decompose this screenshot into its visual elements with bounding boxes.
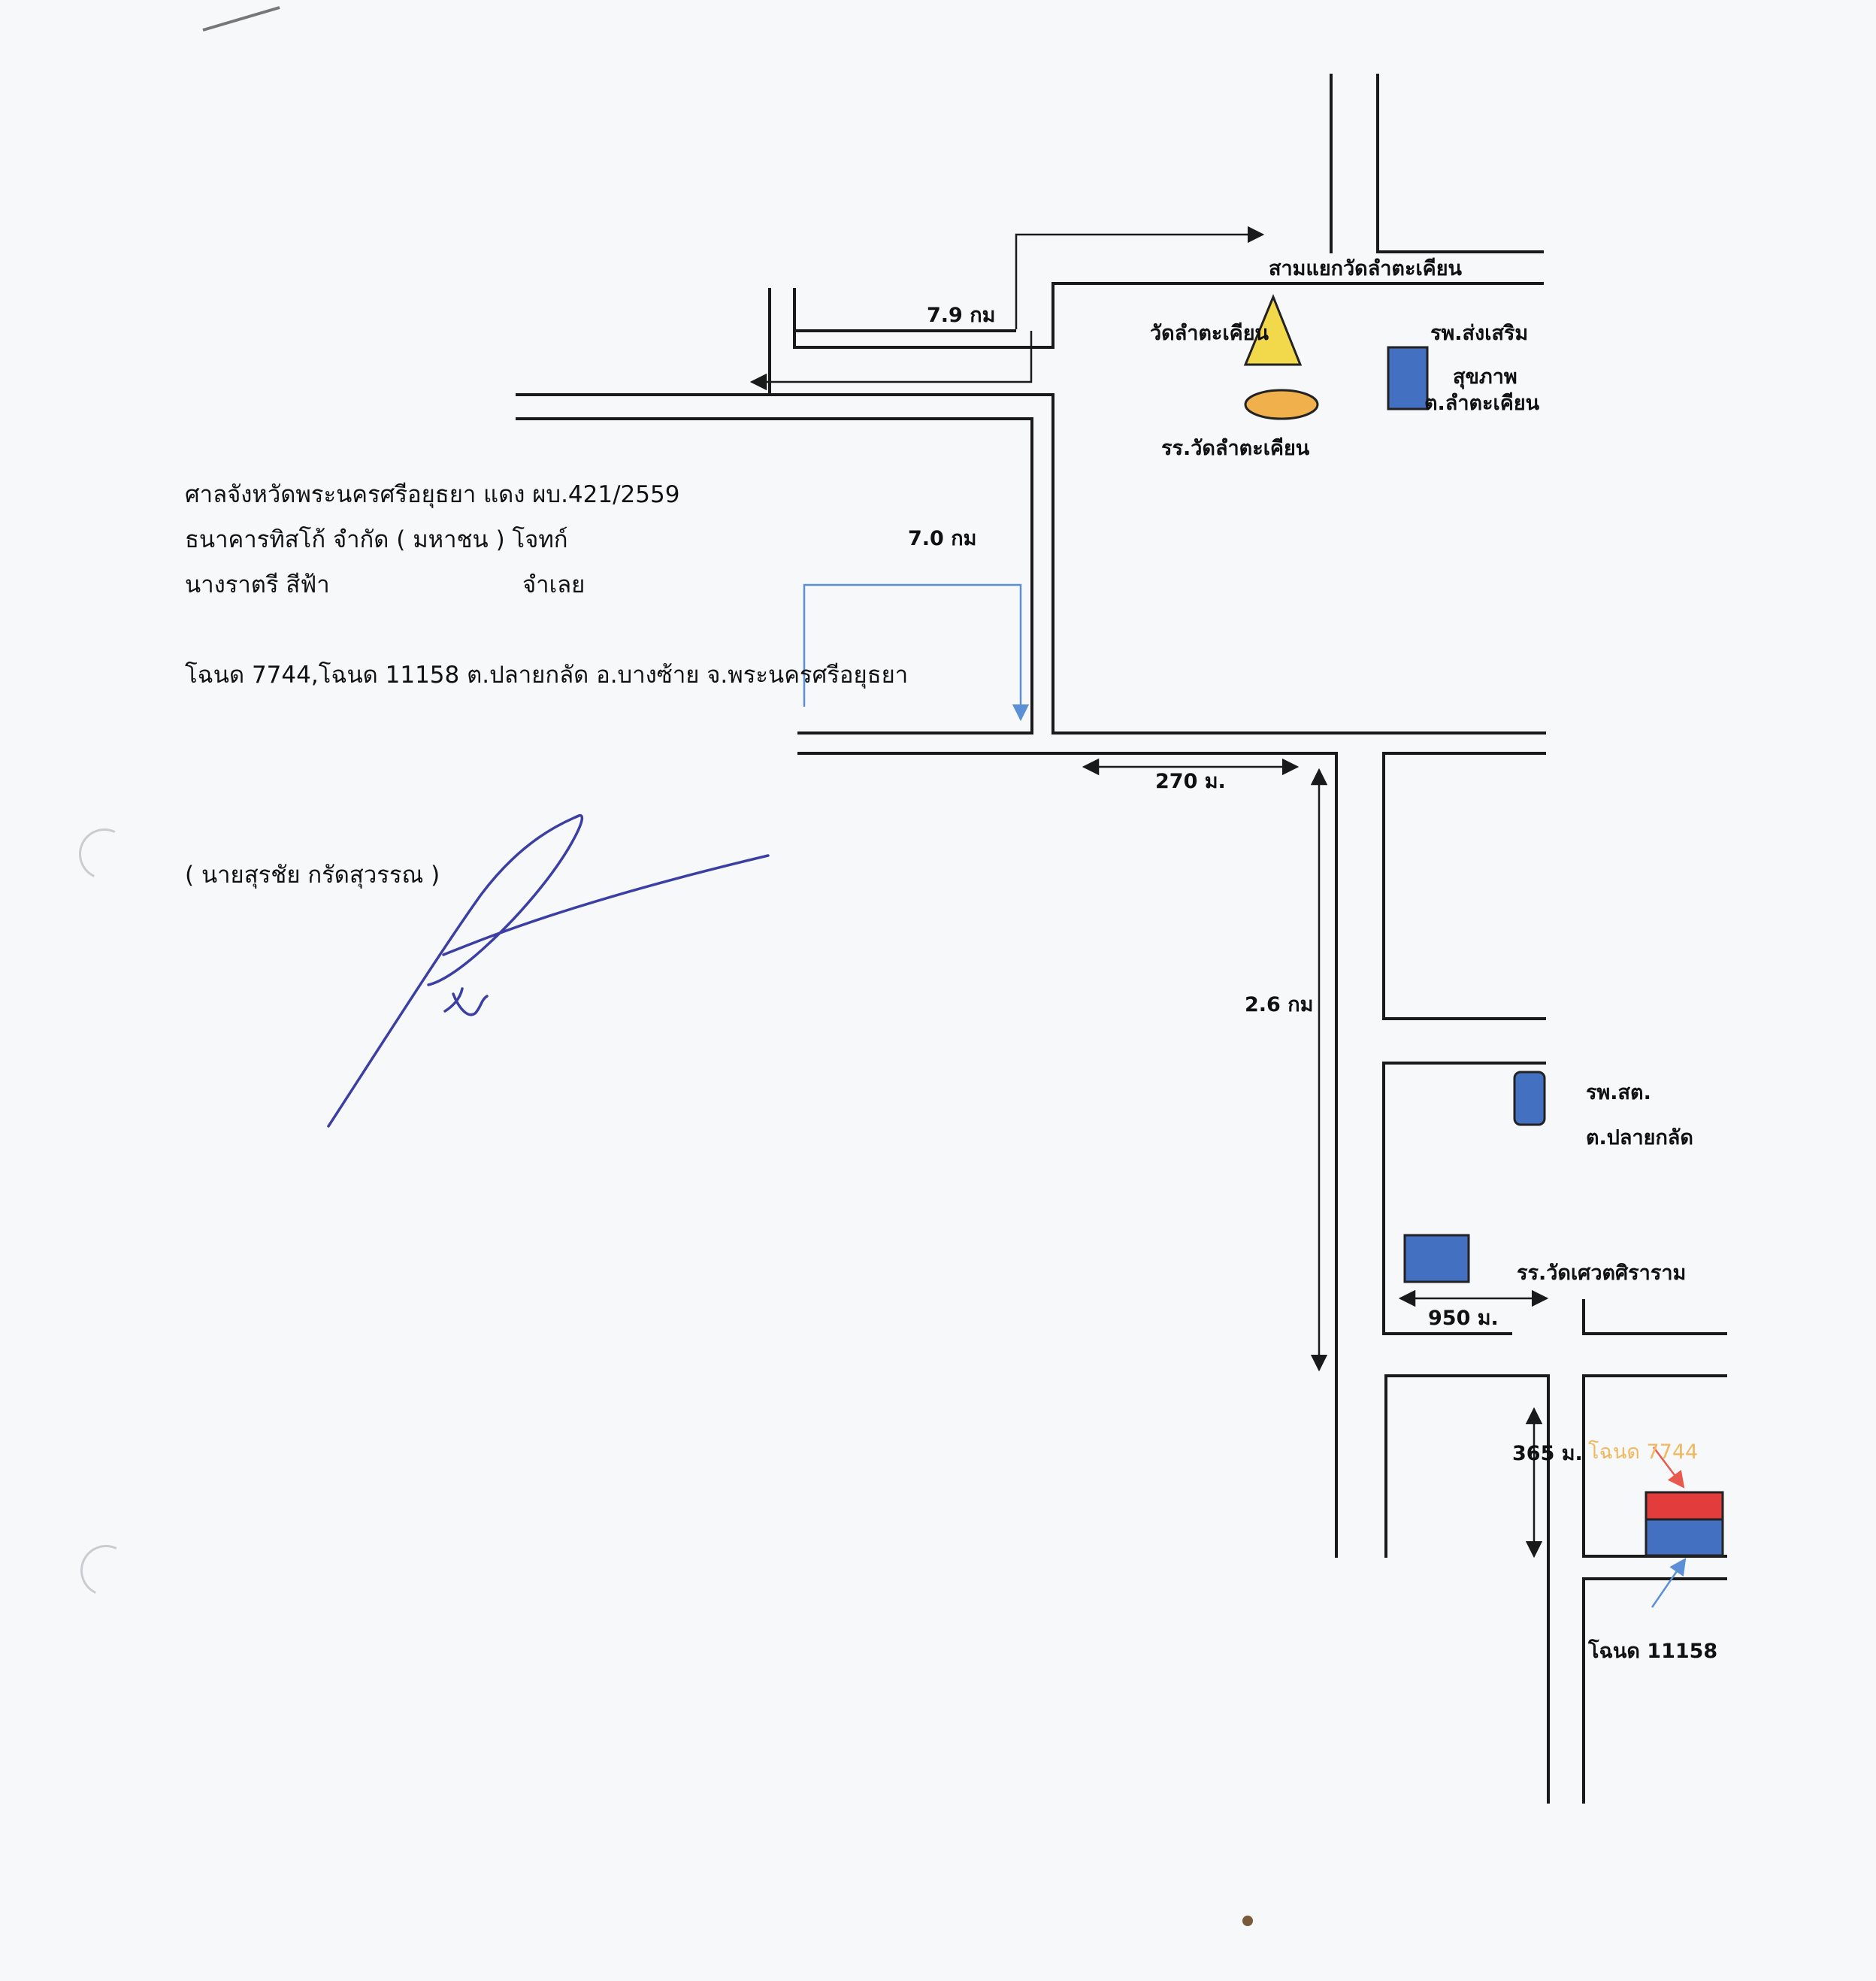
plot-11158-label: โฉนด 11158 (1587, 1638, 1717, 1663)
route-arrow-to-junction (1015, 226, 1265, 329)
deed-line: โฉนด 7744,โฉนด 11158 ต.ปลายกลัด อ.บางซ้า… (185, 662, 909, 689)
school-top-label: รร.วัดลำตะเคียน (1161, 437, 1310, 460)
school-bottom-building-icon (1403, 1234, 1470, 1283)
plot-7744-icon (1645, 1491, 1724, 1521)
clinic-bottom-label-2: ต.ปลายกลัด (1586, 1126, 1693, 1150)
staple-mark (202, 6, 280, 32)
distance-2-6: 2.6 กม (1245, 993, 1313, 1016)
distance-7-0: 7.0 กม (908, 527, 976, 550)
distance-7-9: 7.9 กม (927, 304, 995, 327)
junction-label: สามแยกวัดลำตะเคียน (1269, 257, 1463, 280)
route-arrow-from-junction (749, 331, 1033, 391)
defendant-role: จำเลย (522, 571, 585, 598)
temple-triangle-icon (1243, 294, 1303, 366)
route-arrow-blue (803, 583, 1030, 722)
plot-11158-icon (1645, 1518, 1724, 1557)
distance-365: 365 ม. (1512, 1442, 1583, 1465)
roads (516, 74, 1727, 1804)
plot-7744-pointer (1653, 1446, 1685, 1489)
school-ellipse-icon (1244, 389, 1319, 420)
school-bottom-label: รร.วัดเศวตศิราราม (1517, 1262, 1686, 1285)
scan-speck (1242, 1916, 1253, 1926)
defendant-name: นางราตรี สีฟ้า (185, 571, 330, 598)
clinic-top-label-2: สุขภาพ (1453, 365, 1517, 389)
clinic-top-label-1: รพ.ส่งเสริม (1430, 322, 1528, 345)
distance-950: 950 ม. (1428, 1307, 1499, 1330)
clinic-top-building-icon (1387, 346, 1429, 410)
plaintiff-line: ธนาคารทิสโก้ จำกัด ( มหาชน ) โจทก์ (185, 526, 568, 553)
plot-11158-pointer (1651, 1558, 1687, 1608)
clinic-bottom-building-icon (1513, 1071, 1546, 1126)
signature (327, 814, 770, 1128)
signer-name: ( นายสุรชัย กรัดสุวรรณ ) (185, 862, 440, 889)
temple-label: วัดลำตะเคียน (1150, 322, 1269, 345)
distance-270: 270 ม. (1155, 770, 1226, 793)
clinic-bottom-label-1: รพ.สต. (1586, 1081, 1651, 1104)
clinic-top-label-3: ต.ลำตะเคียน (1424, 392, 1540, 415)
court-case-line: ศาลจังหวัดพระนครศรีอยุธยา แดง ผบ.421/255… (185, 481, 680, 508)
plot-7744-label: โฉนด 7744 (1588, 1440, 1698, 1464)
